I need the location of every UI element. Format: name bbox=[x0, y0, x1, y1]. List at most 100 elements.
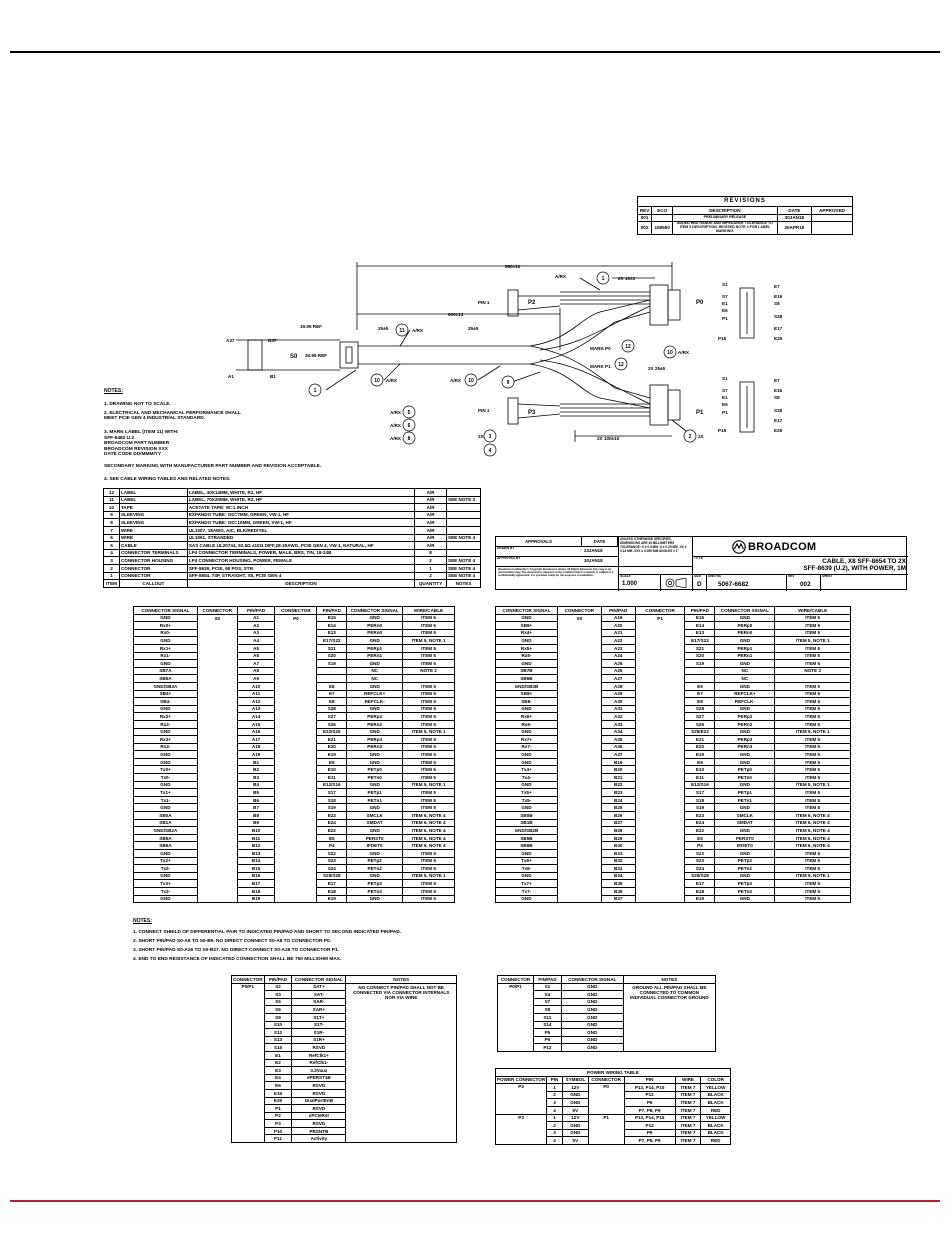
pin-signal-cell: GND bbox=[495, 659, 558, 668]
label-e6: E6 bbox=[722, 308, 728, 313]
bom-cell: 9 bbox=[103, 510, 120, 520]
pin-cell: ITEM 5 bbox=[774, 894, 851, 904]
pin-cell: PETp0 bbox=[346, 765, 404, 775]
small-pin-cell: S9 bbox=[263, 1012, 293, 1022]
pin-cell: E22 bbox=[684, 826, 716, 835]
balloon-1-b bbox=[596, 271, 610, 285]
small-signal-cell: GND bbox=[560, 1035, 624, 1045]
pin-cell: PETp1 bbox=[714, 788, 776, 797]
bom-cell: SEE NOTE 4 bbox=[446, 533, 481, 543]
pin-signal-cell: GND/SB2A bbox=[133, 826, 198, 835]
bom-cell: 4 bbox=[103, 548, 120, 558]
pin-cell: GND bbox=[714, 803, 776, 813]
pin-cell: S18 bbox=[684, 795, 716, 805]
pin-cell: ITEM 5 bbox=[402, 697, 455, 706]
small-col-header: PIN/PAD bbox=[263, 975, 293, 984]
pin-cell: REFCLK- bbox=[714, 697, 776, 706]
pin-cell: S21 bbox=[316, 643, 348, 653]
label-2x-a: 2X bbox=[478, 434, 485, 439]
bom-cell bbox=[446, 518, 481, 527]
note-line: 3. SHORT PIN/PAD S0-A26 TO S0-B27. NO DI… bbox=[133, 948, 339, 953]
small-pin-cell: S6 bbox=[263, 1005, 293, 1014]
small-pin-cell: E25 bbox=[263, 1096, 293, 1106]
pin-pad-cell: A24 bbox=[600, 651, 636, 661]
pin-cell: ITEM 5 bbox=[402, 788, 455, 797]
power-wire-cell: ITEM 7 bbox=[674, 1121, 702, 1130]
power-col-header: POWER CONNECTOR bbox=[494, 1075, 548, 1085]
pin-pad-cell: A7 bbox=[236, 659, 276, 668]
pin-cell: PERp0 bbox=[714, 621, 776, 630]
title-label: TITLE bbox=[694, 556, 703, 560]
dwg-no-value: 5067-6682 bbox=[718, 581, 749, 588]
pin-pad-cell: A36 bbox=[600, 742, 636, 752]
small-signal-cell: S1T- bbox=[291, 1020, 347, 1030]
balloon-5 bbox=[402, 405, 416, 419]
label-e17: E17 bbox=[774, 326, 783, 331]
pin-signal-cell: GND bbox=[133, 803, 198, 813]
bom-cell: 2 bbox=[414, 571, 448, 581]
pin-cell: E9 bbox=[316, 757, 348, 767]
bom-cell: A/R bbox=[414, 488, 448, 497]
balloon-11-label: 11 bbox=[399, 328, 405, 334]
pin-cell: PETp3 bbox=[714, 879, 776, 888]
pin-cell: ITEM 5, NOTE 1 bbox=[774, 780, 851, 790]
pin-signal-cell: GND bbox=[133, 894, 198, 904]
pin-cell: ITEM 5 bbox=[402, 795, 455, 805]
pin-cell: ITEM 5 bbox=[774, 788, 851, 797]
pin-cell: PETn1 bbox=[346, 795, 404, 805]
pin-cell: S28 bbox=[684, 704, 716, 714]
power-color-cell: BLACK bbox=[700, 1090, 731, 1100]
pin-col-header: CONNECTOR SIGNAL bbox=[133, 606, 198, 615]
pin-signal-cell: SB6A bbox=[133, 674, 198, 683]
pin-cell: REFCLK+ bbox=[714, 689, 776, 699]
pin-cell: ITEM 5 bbox=[774, 879, 851, 888]
small-pin-cell: S12 bbox=[263, 1028, 293, 1037]
bom-cell: CONNECTOR bbox=[118, 563, 188, 573]
power-wire-cell: ITEM 7 bbox=[674, 1090, 702, 1100]
pin-cell: PERp2 bbox=[714, 712, 776, 721]
pin-cell: ITEM 5 bbox=[402, 773, 455, 782]
pin-pad-cell: A31 bbox=[600, 704, 636, 714]
label-e1: E1 bbox=[722, 301, 728, 306]
pin-cell: ITEM 6, NOTE 4 bbox=[774, 833, 851, 843]
pin-cell: S25/E22 bbox=[684, 727, 716, 737]
confidential-notice: Broadcom Confidential © Copyright Broadc… bbox=[498, 568, 614, 577]
pin-cell: PERp1 bbox=[714, 643, 776, 653]
callout-ax-11: A/RX bbox=[412, 328, 424, 333]
power-target-connector-cell: P0 bbox=[587, 1083, 625, 1115]
pin-signal-cell: SB4- bbox=[133, 697, 198, 706]
power-pin-cell: 3 bbox=[546, 1128, 563, 1138]
pin-connector-cell: S0 bbox=[556, 613, 602, 904]
pin-cell: ITEM 6, NOTE 4 bbox=[402, 833, 455, 843]
balloon-9 bbox=[501, 375, 515, 389]
pin-cell: E9 bbox=[684, 757, 716, 767]
p0-end-view bbox=[739, 287, 755, 339]
bom-cell: A/R bbox=[414, 541, 448, 550]
balloon-10-b bbox=[464, 373, 478, 387]
small-pin-cell: S8 bbox=[532, 1005, 562, 1014]
pin-cell: ITEM 5 bbox=[774, 886, 851, 896]
note-line: DATE CODE DD/MMM/YY bbox=[104, 452, 162, 457]
small-signal-cell: GND bbox=[560, 990, 624, 999]
pin-cell: ITEM 6, NOTE 4 bbox=[402, 818, 455, 828]
p3-connector-body bbox=[507, 397, 519, 425]
pin-cell: ITEM 5 bbox=[402, 659, 455, 668]
bom-cell: CONNECTOR bbox=[118, 571, 188, 581]
bom-cell: WIRE bbox=[118, 525, 188, 535]
pin-cell: PERn3 bbox=[714, 742, 776, 752]
pin-pad-cell: B34 bbox=[600, 871, 636, 881]
pin-cell: ITEM 5 bbox=[402, 651, 455, 661]
bom-col-header: CALLOUT bbox=[118, 579, 188, 588]
pin-signal-cell: Rx2- bbox=[133, 719, 198, 729]
pin-cell: ITEM 5, NOTE 1 bbox=[774, 636, 851, 645]
date-label: DATE bbox=[582, 537, 618, 547]
approved-date: 30JAN18 bbox=[584, 558, 603, 563]
pin-cell: PERn2 bbox=[714, 719, 776, 729]
pin-signal-cell: Rx7- bbox=[495, 742, 558, 752]
pin-cell: IFDET0 bbox=[346, 841, 404, 850]
